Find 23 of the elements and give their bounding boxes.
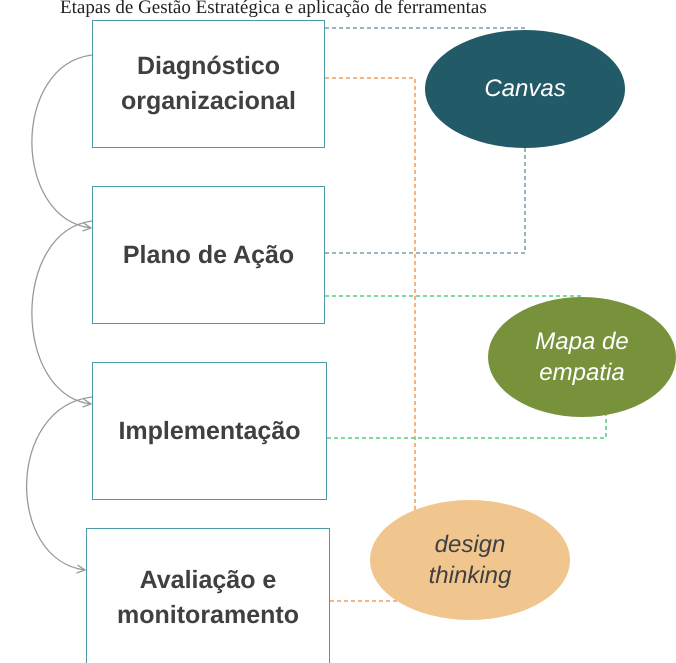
- stage-box: [92, 362, 327, 500]
- tool-label: Mapa de empatia: [534, 326, 630, 388]
- stage-box: [86, 528, 330, 663]
- dashed-connector: [325, 295, 583, 298]
- curved-arrow: [31, 220, 92, 406]
- tool-ellipse: [488, 297, 676, 417]
- curved-arrow: [31, 54, 92, 230]
- dashed-connector: [325, 77, 416, 510]
- tool-label: Canvas: [484, 74, 566, 104]
- dashed-connector: [330, 600, 397, 602]
- tool-ellipse: [425, 30, 625, 148]
- dashed-connector: [325, 148, 526, 254]
- stage-box: [92, 186, 325, 324]
- stage-label: Plano de Ação: [122, 240, 294, 270]
- tool-ellipse: [370, 500, 570, 620]
- stage-box: [92, 20, 325, 148]
- stage-label: Implementação: [118, 416, 300, 446]
- dashed-connector: [327, 415, 607, 439]
- curved-arrow: [26, 396, 92, 572]
- stage-label: Diagnóstico organizacional: [120, 51, 298, 117]
- dashed-connector: [325, 27, 526, 30]
- tool-label: design thinking: [428, 530, 512, 591]
- stage-label: Avaliação e monitoramento: [116, 565, 300, 631]
